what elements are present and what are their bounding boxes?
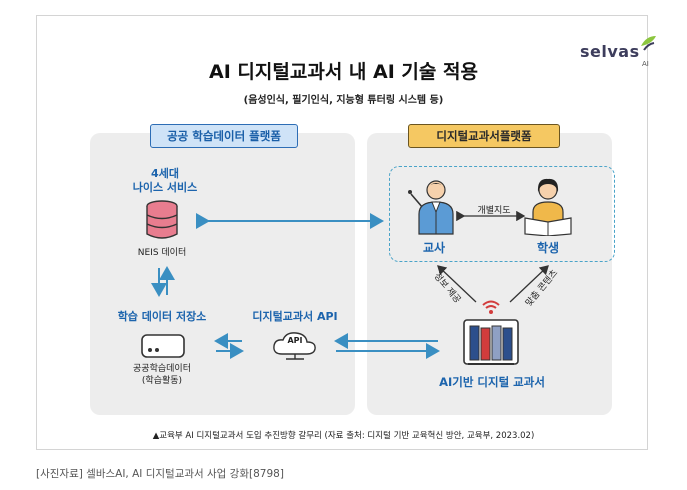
student-icon [524,178,572,236]
neis-caption: NEIS 데이터 [137,248,187,258]
info-provide-arrow [437,265,477,303]
neis-title-line1: 4세대 [151,167,179,180]
public-data-panel [90,133,355,415]
logo-leaf-icon [641,36,656,51]
logo-sub: AI [642,60,649,68]
server-icon [141,334,185,358]
storage-caption-line2: (학습활동) [141,376,183,386]
storage-title: 학습 데이터 저장소 [117,310,207,323]
classroom-dashed-box [389,166,615,262]
footnote: ▲교육부 AI 디지털교과서 도입 추진방향 갈무리 (자료 출처: 디지털 기… [152,431,535,441]
textbook-platform-tag: 디지털교과서플랫폼 [408,124,560,148]
neis-title-line2: 나이스 서비스 [132,181,198,194]
selvas-logo: selvas AI [580,36,660,70]
teacher-label: 교사 [422,241,446,255]
api-icon-label: API [287,336,303,345]
guidance-label: 개별지도 [477,206,511,216]
custom-content-arrow [509,265,549,303]
photo-caption: [사진자료] 셀바스AI, AI 디지털교과서 사업 강화[8798] [36,468,284,480]
neis-title: 4세대 나이스 서비스 [110,167,220,195]
page-subtitle: (음성인식, 필기인식, 지능형 튜터링 시스템 등) [243,95,444,106]
public-data-tag: 공공 학습데이터 플랫폼 [150,124,298,148]
api-title: 디지털교과서 API [252,310,338,323]
wifi-icon [482,300,500,314]
database-icon [146,200,178,239]
digital-textbook-panel [367,133,612,415]
logo-text: selvas [580,42,640,61]
cloud-api-icon [273,332,316,360]
teacher-icon [408,180,454,235]
books-icon [463,319,519,365]
storage-caption-line1: 공공학습데이터 [133,364,191,374]
storage-caption: 공공학습데이터 (학습활동) [110,363,214,387]
page-title: AI 디지털교과서 내 AI 기술 적용 [209,61,478,83]
student-label: 학생 [536,241,560,255]
textbook-title: AI기반 디지털 교과서 [439,375,545,389]
